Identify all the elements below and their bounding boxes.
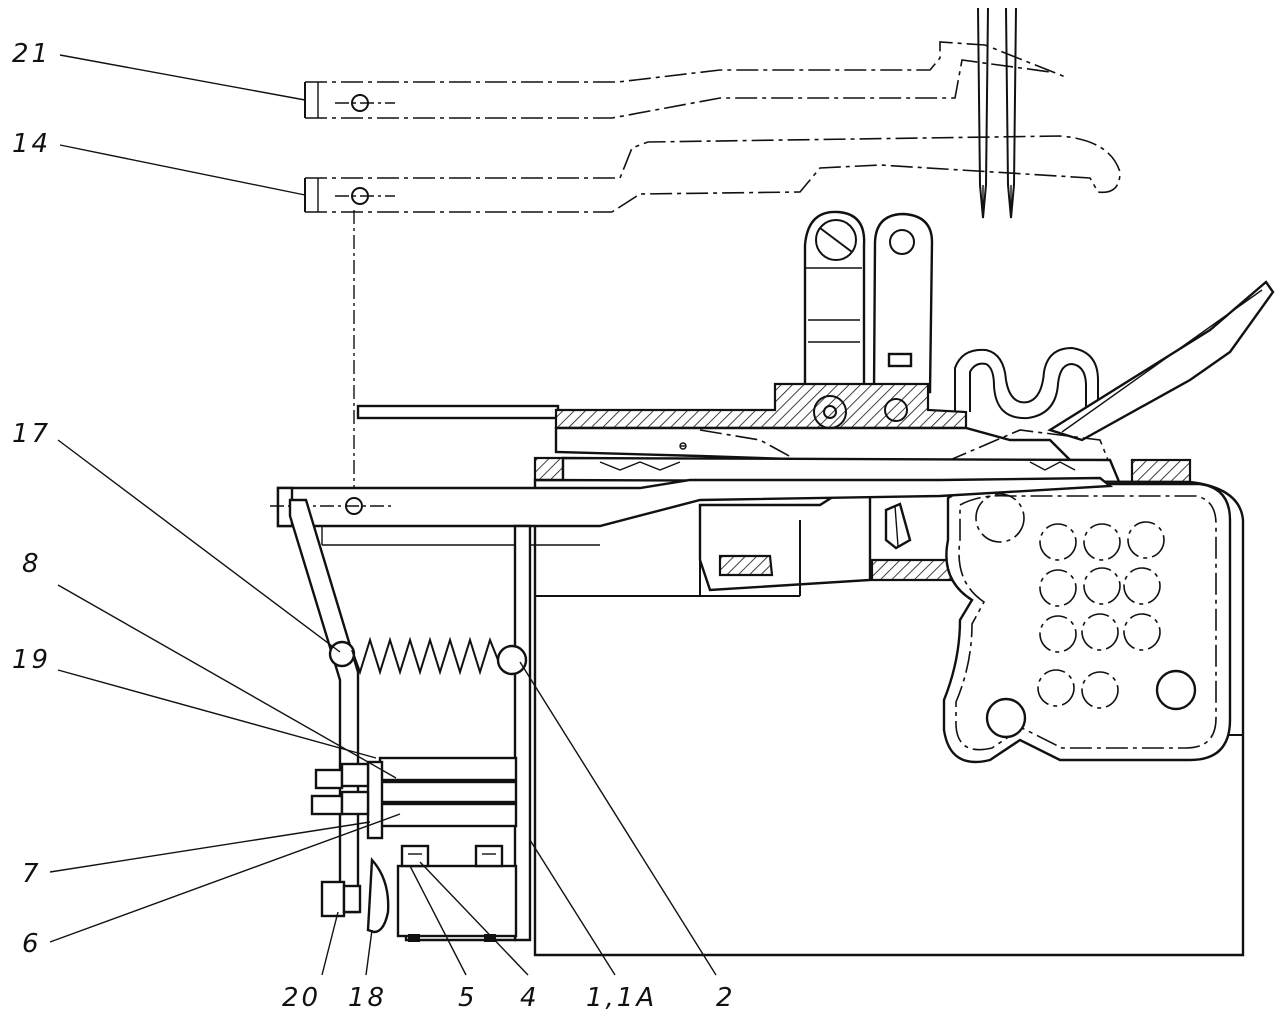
tension-spring xyxy=(328,636,528,676)
label-20: 20 xyxy=(282,983,321,1013)
label-19: 19 xyxy=(12,645,51,675)
leader-lines xyxy=(49,54,717,976)
lever-part-14 xyxy=(304,135,1121,213)
label-7: 7 xyxy=(22,859,42,889)
label-18: 18 xyxy=(348,983,387,1013)
lever-part-21 xyxy=(304,41,1069,119)
lower-block xyxy=(396,844,518,942)
main-bar xyxy=(270,476,1114,546)
needle-pair xyxy=(977,7,1017,219)
wave-guard xyxy=(954,346,1099,420)
label-21: 21 xyxy=(12,39,51,69)
label-5: 5 xyxy=(458,983,478,1013)
upright-posts xyxy=(803,210,934,394)
label-2: 2 xyxy=(716,983,736,1013)
label-4: 4 xyxy=(520,983,540,1013)
nut-and-washer xyxy=(320,857,390,934)
looper-plate xyxy=(884,482,1232,764)
label-17: 17 xyxy=(12,419,51,449)
part-labels: 21 14 17 8 19 7 6 20 18 5 4 1,1A 2 xyxy=(12,39,736,1013)
plate-stack xyxy=(310,756,518,840)
label-1-1a: 1,1A xyxy=(586,983,657,1013)
label-8: 8 xyxy=(22,549,42,579)
label-6: 6 xyxy=(22,929,42,959)
label-14: 14 xyxy=(12,129,51,159)
